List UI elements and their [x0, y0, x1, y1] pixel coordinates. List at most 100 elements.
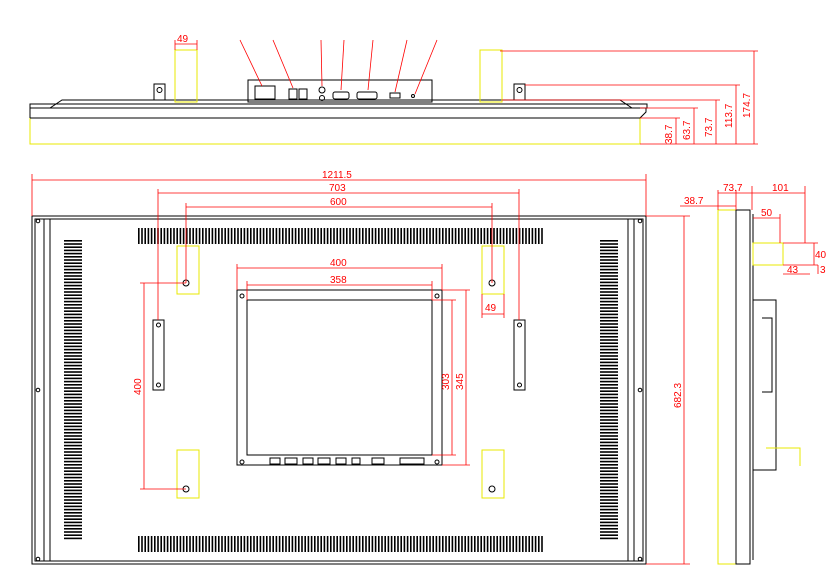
vent-slot-top — [502, 228, 505, 244]
vent-slot-top — [541, 228, 543, 244]
vent-slot-left — [64, 508, 82, 511]
vent-slot-left — [64, 342, 82, 344]
vent-slot-bottom — [390, 536, 393, 552]
central-box-ports — [269, 457, 425, 465]
vent-slot-left — [64, 448, 82, 450]
vent-slot-bottom — [173, 536, 175, 552]
vent-slot-right — [600, 384, 618, 386]
vent-slot-left — [64, 425, 82, 428]
vent-slot-right — [600, 364, 618, 367]
vent-slot-right — [600, 272, 618, 274]
vent-slot-left — [64, 329, 82, 332]
vent-slot-right — [600, 396, 618, 399]
vent-slot-left — [64, 537, 82, 540]
vent-slot-bottom — [458, 536, 460, 552]
vent-slot-top — [339, 228, 342, 244]
vent-slot-top — [506, 228, 508, 244]
vent-slot-top — [355, 228, 358, 244]
vent-slot-top — [410, 228, 412, 244]
vent-slot-bottom — [381, 536, 383, 552]
vent-slot-bottom — [253, 536, 255, 552]
vent-slot-bottom — [365, 536, 367, 552]
vent-slot-right — [600, 489, 618, 492]
vent-slot-left — [64, 393, 82, 396]
vent-slot-top — [221, 228, 223, 244]
vent-slot-bottom — [246, 536, 249, 552]
vent-slot-top — [202, 228, 204, 244]
vent-slot-bottom — [307, 536, 310, 552]
vent-slot-right — [600, 316, 618, 319]
vent-slot-bottom — [192, 536, 194, 552]
vent-slot-left — [64, 441, 82, 444]
vent-slot-bottom — [323, 536, 326, 552]
vent-slot-left — [64, 268, 82, 271]
vent-slot-right — [600, 284, 618, 287]
vent-slot-top — [378, 228, 380, 244]
vent-slot-left — [64, 284, 82, 287]
vent-slot-bottom — [480, 536, 482, 552]
vent-slot-bottom — [320, 536, 322, 552]
vent-slot-right — [600, 438, 618, 440]
vent-slot-bottom — [304, 536, 306, 552]
vent-slot-bottom — [490, 536, 492, 552]
vent-slot-right — [600, 342, 618, 344]
vent-slot-right — [600, 409, 618, 412]
vent-slot-top — [208, 228, 210, 244]
vent-slot-right — [600, 492, 618, 495]
vent-slot-right — [600, 332, 618, 335]
vent-slot-left — [64, 326, 82, 328]
vent-slot-left — [64, 464, 82, 466]
vent-slot-left — [64, 419, 82, 421]
front-dimension-lines — [31, 174, 690, 565]
vent-slot-top — [477, 228, 479, 244]
vent-slot-right — [600, 499, 618, 501]
vent-slot-left — [64, 256, 82, 258]
vent-slot-bottom — [336, 536, 338, 552]
side-view: 38.7 73.7 101 50 40 43 3 — [680, 183, 827, 565]
vent-slot-left — [64, 432, 82, 434]
vent-slot-bottom — [282, 536, 284, 552]
vent-slot-bottom — [170, 536, 172, 552]
vent-slot-bottom — [515, 536, 518, 552]
vent-slot-top — [518, 228, 521, 244]
vent-slot-left — [64, 352, 82, 354]
vent-slot-bottom — [266, 536, 268, 552]
vent-slot-left — [64, 262, 82, 264]
vent-slot-left — [64, 406, 82, 408]
vent-slot-right — [600, 473, 618, 476]
vent-slot-bottom — [202, 536, 204, 552]
vent-slot-right — [600, 412, 618, 415]
vent-slot-top — [534, 228, 537, 244]
vent-slot-right — [600, 444, 618, 447]
vent-slot-top — [368, 228, 370, 244]
vent-slot-bottom — [275, 536, 278, 552]
vent-slot-left — [64, 444, 82, 447]
vent-slot-right — [600, 288, 618, 290]
vent-slot-right — [600, 524, 618, 527]
vent-slot-top — [499, 228, 502, 244]
vent-slot-left — [64, 288, 82, 290]
vent-slot-top — [474, 228, 476, 244]
vent-slot-left — [64, 390, 82, 392]
vent-slot-bottom — [189, 536, 191, 552]
side-dim-40: 40 — [815, 250, 827, 261]
vent-slot-right — [600, 310, 618, 312]
vent-slot-top — [413, 228, 415, 244]
top-dim-38-7: 38.7 — [664, 124, 675, 144]
vent-slot-right — [600, 278, 618, 280]
vent-slot-right — [600, 470, 618, 472]
vent-slot-left — [64, 483, 82, 485]
vent-slot-right — [600, 323, 618, 325]
vent-slot-top — [224, 228, 226, 244]
vent-slot-bottom — [214, 536, 217, 552]
vent-slot-right — [600, 265, 618, 268]
vent-slot-top — [272, 228, 274, 244]
vent-slot-left — [64, 294, 82, 296]
vent-slot-bottom — [160, 536, 162, 552]
vent-slot-bottom — [147, 536, 150, 552]
vent-slot-left — [64, 505, 82, 508]
vent-slot-top — [480, 228, 482, 244]
vent-slot-bottom — [285, 536, 287, 552]
vent-slot-bottom — [256, 536, 258, 552]
vent-slot-left — [64, 307, 82, 309]
